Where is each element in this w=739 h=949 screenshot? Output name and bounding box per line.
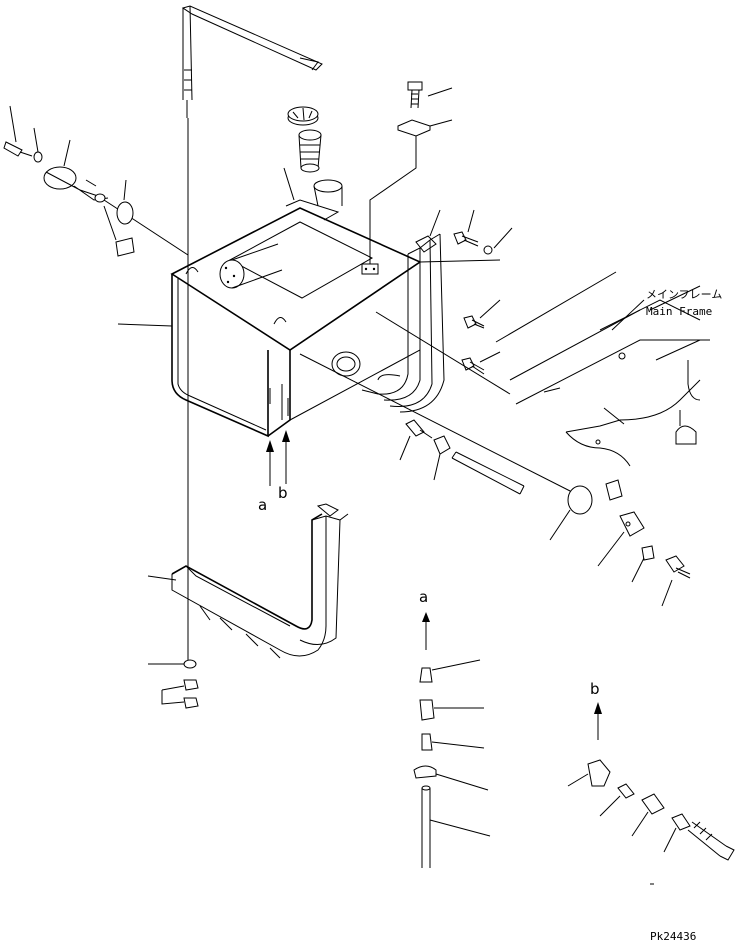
leader-main-frame bbox=[611, 299, 645, 331]
filler-cap bbox=[287, 106, 319, 126]
hose-connector bbox=[399, 419, 451, 481]
filler-neck bbox=[313, 179, 343, 207]
detail-b-label: b bbox=[590, 680, 600, 698]
leader-neck bbox=[283, 167, 295, 201]
view-arrow-a-label: a bbox=[258, 496, 267, 514]
rear-u-straps bbox=[361, 209, 445, 413]
fuel-hose bbox=[451, 451, 525, 495]
leader-gauge-to-cover bbox=[299, 353, 577, 495]
view-arrow-b-label: b bbox=[278, 484, 288, 502]
main-frame-label-jp: メインフレーム bbox=[646, 288, 722, 301]
strap-bolts bbox=[453, 209, 513, 375]
leader-tank bbox=[117, 323, 173, 327]
drain-valve-assembly bbox=[3, 105, 189, 257]
drawing-number: Pk24436 bbox=[650, 930, 696, 943]
lower-tank-support bbox=[147, 503, 349, 659]
clip-plate bbox=[369, 119, 453, 270]
main-frame-label-en: Main Frame bbox=[646, 305, 712, 318]
detail-b bbox=[567, 702, 735, 885]
bolt-top-right bbox=[407, 81, 453, 109]
filler-strainer bbox=[298, 129, 322, 173]
nuts-washers bbox=[148, 659, 199, 709]
cover-plate bbox=[549, 479, 691, 607]
fuel-tank bbox=[170, 199, 422, 438]
upper-hold-down-bracket bbox=[181, 5, 323, 118]
main-frame bbox=[375, 259, 710, 467]
view-arrows bbox=[266, 430, 290, 486]
detail-a bbox=[413, 612, 491, 868]
detail-a-label: a bbox=[419, 588, 428, 606]
